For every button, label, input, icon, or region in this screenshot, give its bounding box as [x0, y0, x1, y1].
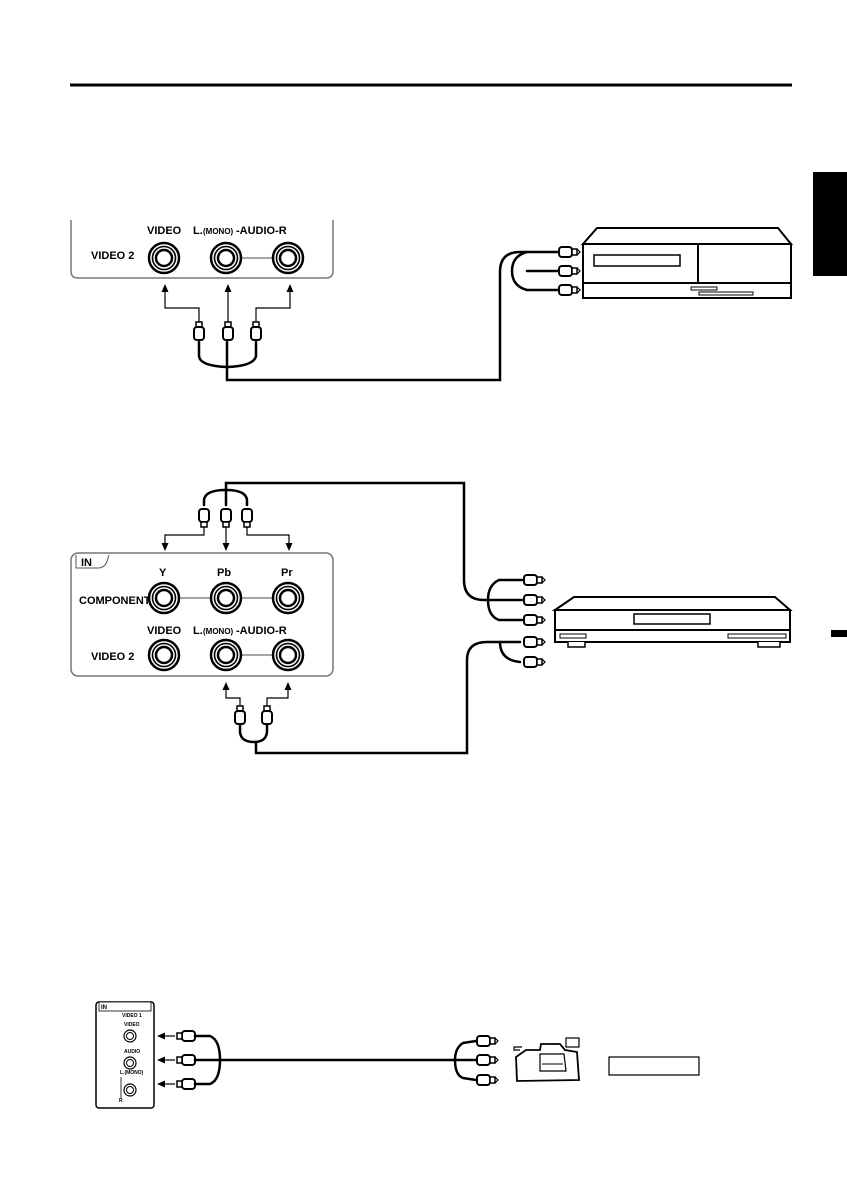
- video-label: VIDEO: [124, 1022, 140, 1028]
- y-label: Y: [159, 567, 167, 579]
- audio-left-jack[interactable]: [211, 640, 241, 670]
- audio-right-label: -AUDIO-R: [236, 225, 287, 237]
- tv-front-panel: IN VIDEO 1 VIDEO AUDIO L.(MONO) R: [96, 1002, 154, 1108]
- front-audio-left-jack[interactable]: [124, 1057, 136, 1069]
- mono-label: L.(MONO): [120, 1070, 144, 1076]
- camcorder-icon: [514, 1038, 579, 1081]
- video-jack[interactable]: [149, 640, 179, 670]
- video-label: VIDEO: [147, 225, 182, 237]
- audio-mono-label: (MONO): [203, 227, 234, 236]
- component-y-jack[interactable]: [149, 583, 179, 613]
- section-marker: [831, 630, 847, 637]
- vcr-icon: [583, 228, 791, 298]
- in-label: IN: [101, 1005, 107, 1011]
- language-tab: [813, 172, 847, 276]
- audio-left-label: L.: [193, 625, 203, 637]
- front-audio-right-jack[interactable]: [124, 1084, 136, 1096]
- video-jack[interactable]: [149, 243, 179, 273]
- dvd-player-icon: [555, 597, 790, 647]
- video1-label: VIDEO 1: [122, 1013, 142, 1019]
- audio-left-label: L.: [193, 225, 203, 237]
- pr-label: Pr: [281, 567, 293, 579]
- audio-right-label: -AUDIO-R: [236, 625, 287, 637]
- audio-left-jack[interactable]: [211, 243, 241, 273]
- r-label: R: [119, 1098, 123, 1104]
- component-pr-jack[interactable]: [273, 583, 303, 613]
- video-plug: [194, 322, 204, 340]
- row-label: VIDEO 2: [91, 250, 134, 262]
- component-pb-jack[interactable]: [211, 583, 241, 613]
- audio-mono-label: (MONO): [203, 627, 234, 636]
- audio-label: AUDIO: [124, 1049, 140, 1055]
- device-label-box: [609, 1057, 699, 1075]
- diagram-vcr-connection: VIDEO 2 VIDEO L. (MONO) -AUDIO-R: [71, 220, 791, 380]
- audio-right-jack[interactable]: [273, 640, 303, 670]
- row-label: VIDEO 2: [91, 651, 134, 663]
- component-label: COMPONENT: [79, 595, 151, 607]
- front-video-jack[interactable]: [124, 1030, 136, 1042]
- video-label: VIDEO: [147, 625, 182, 637]
- in-label: IN: [81, 557, 92, 569]
- diagram-camcorder-connection: IN VIDEO 1 VIDEO AUDIO L.(MONO) R: [96, 1002, 699, 1108]
- pb-label: Pb: [217, 567, 231, 579]
- diagram-dvd-connection: IN Y Pb Pr COMPONENT VIDEO L. (MONO) -AU…: [71, 483, 790, 753]
- audio-right-plug: [251, 322, 261, 340]
- audio-right-jack[interactable]: [273, 243, 303, 273]
- audio-left-plug: [223, 322, 233, 340]
